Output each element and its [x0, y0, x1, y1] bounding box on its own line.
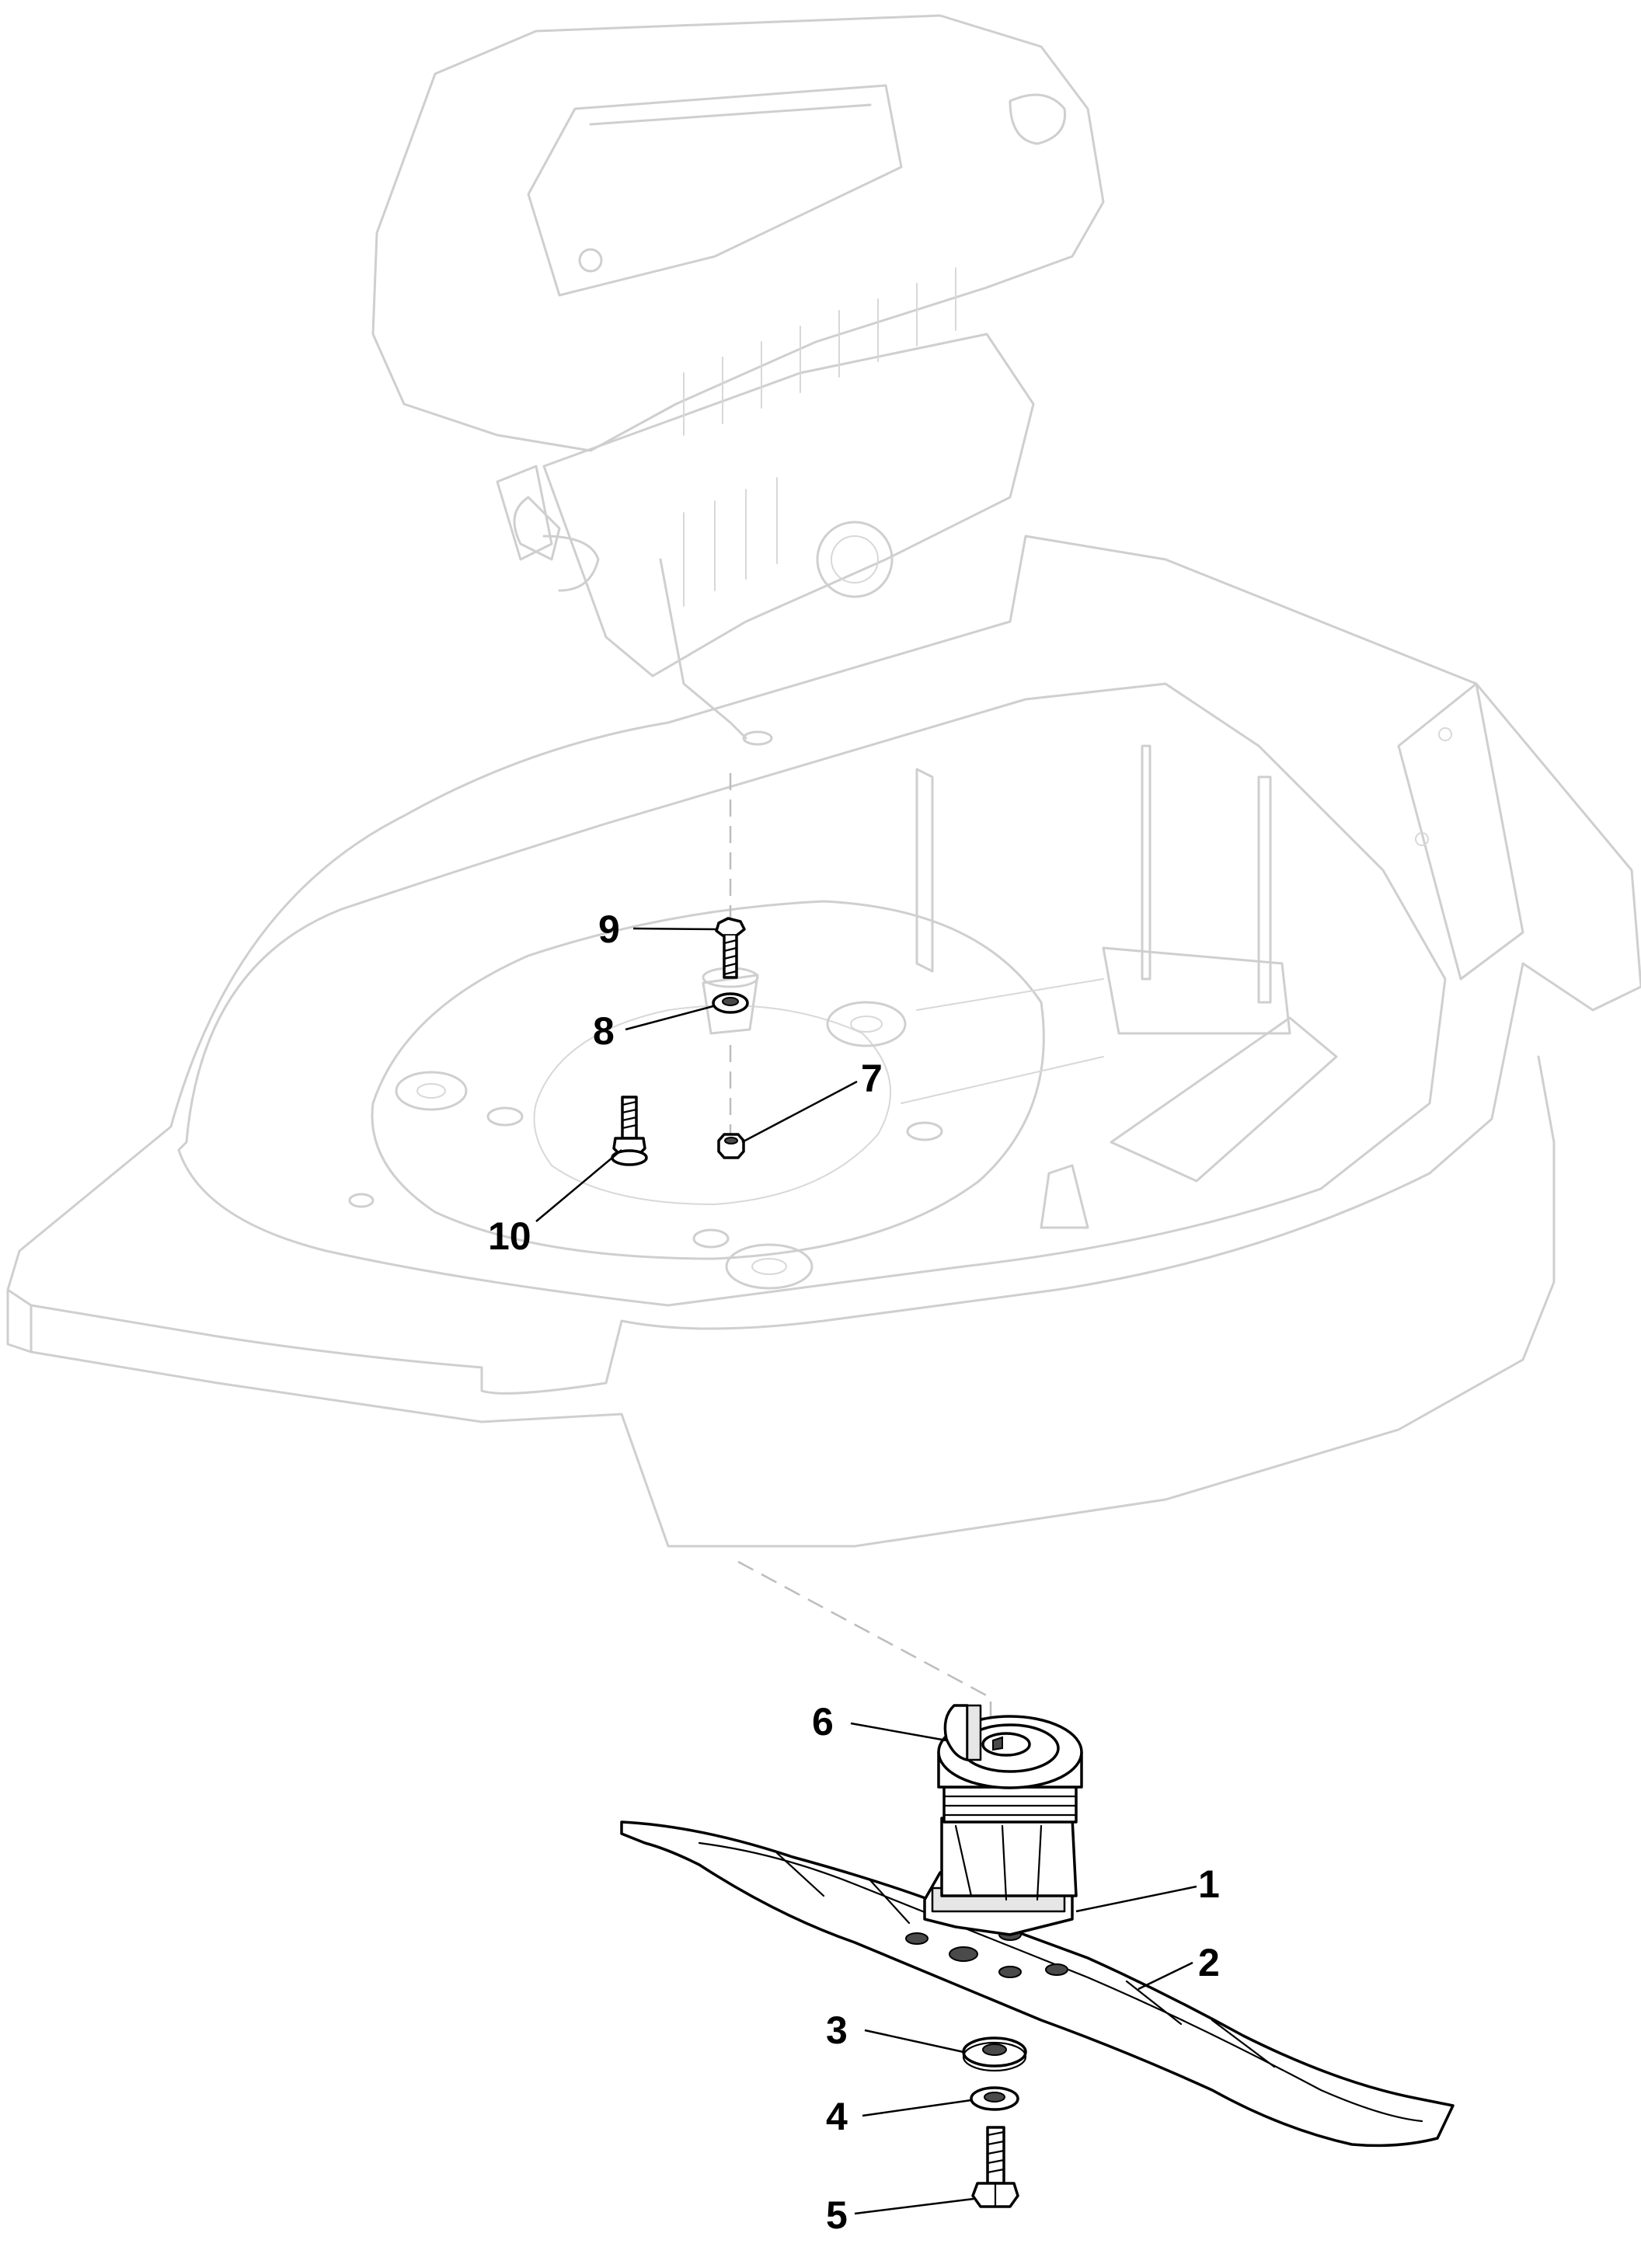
leader-3	[864, 2029, 964, 2054]
callout-labels: 9 8 7 10 6 1 2 3 4 5	[488, 908, 1220, 2237]
part-10-bolt[interactable]	[611, 1096, 648, 1166]
callout-10: 10	[488, 1214, 531, 1258]
leader-8	[625, 1005, 714, 1031]
callout-9: 9	[598, 908, 620, 951]
leader-7	[741, 1080, 858, 1144]
leader-9	[632, 927, 717, 931]
leader-lines	[535, 927, 1197, 2215]
callout-5: 5	[826, 2193, 848, 2237]
assembly-lines	[729, 773, 992, 1756]
callout-3: 3	[826, 2008, 848, 2052]
part-8-washer[interactable]	[712, 992, 749, 1014]
part-2-blade[interactable]	[620, 1820, 1455, 2148]
callout-2: 2	[1198, 1941, 1220, 1984]
leader-10	[535, 1149, 622, 1222]
callout-4: 4	[826, 2095, 848, 2138]
part-1-blade-hub[interactable]	[923, 1715, 1083, 1936]
part-5-blade-bolt[interactable]	[971, 2126, 1019, 2208]
callout-6: 6	[812, 1700, 834, 1744]
callout-8: 8	[593, 1009, 615, 1053]
leader-2	[1138, 1961, 1193, 1991]
engine-ghost	[371, 14, 1105, 746]
callout-1: 1	[1198, 1862, 1220, 1906]
leader-1	[1075, 1885, 1197, 1913]
part-7-nut[interactable]	[717, 1133, 745, 1159]
leader-4	[862, 2099, 972, 2117]
part-3-washer[interactable]	[962, 2036, 1027, 2072]
leader-5	[854, 2197, 974, 2215]
part-9-bolt[interactable]	[715, 917, 746, 979]
part-6-woodruff-key[interactable]	[943, 1704, 982, 1761]
part-4-spring-washer[interactable]	[970, 2086, 1019, 2111]
callout-7: 7	[861, 1057, 883, 1100]
mower-deck-ghost	[6, 535, 1641, 1548]
leader-6	[850, 1722, 947, 1742]
